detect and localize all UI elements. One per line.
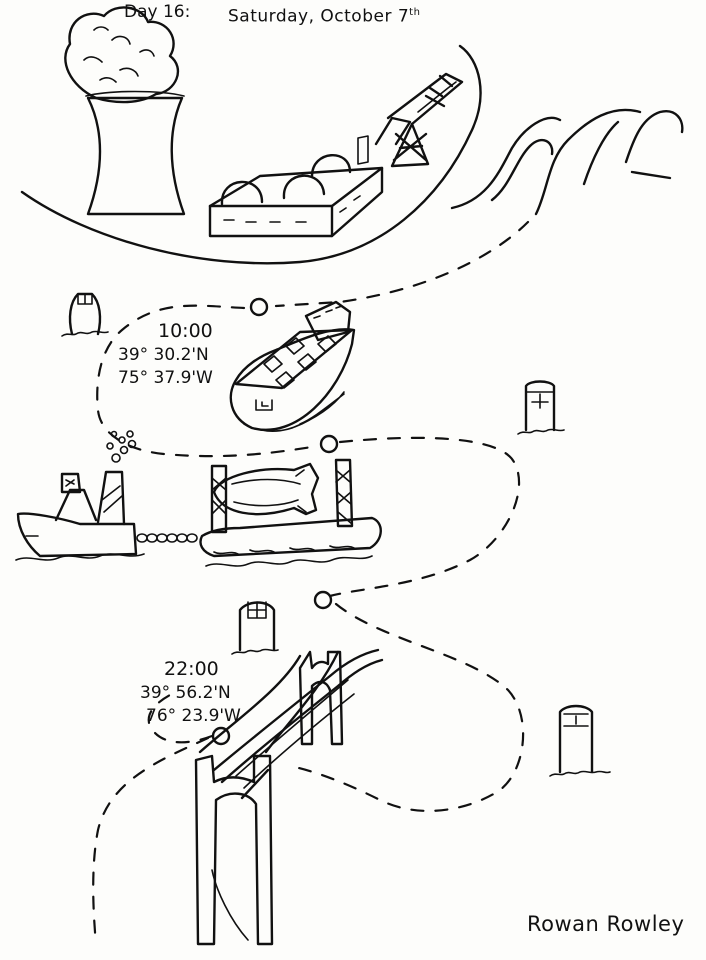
stop-longitude: 75° 37.9'W	[118, 368, 213, 388]
buoy-icon	[517, 380, 565, 435]
top-scene	[20, 6, 684, 265]
barge-icon	[199, 458, 382, 567]
waypoint-circle	[211, 726, 231, 746]
lifeboat-icon	[229, 300, 356, 432]
stop-annotation: 10:00 39° 30.2'N 75° 37.9'W	[118, 322, 213, 387]
stop-annotation: 22:00 39° 56.2'N 76° 23.9'W	[140, 660, 241, 725]
date-label: Saturday, October 7th	[228, 8, 420, 26]
smoke-puffs-icon	[106, 430, 137, 463]
cooling-tower-icon	[85, 90, 186, 216]
steam-cloud-icon	[64, 6, 180, 104]
stop-latitude: 39° 30.2'N	[118, 345, 209, 365]
ocean-waves-icon	[450, 108, 684, 216]
bridge-icon	[194, 648, 384, 946]
tugboat-icon	[15, 430, 145, 561]
stop-time: 10:00	[158, 320, 213, 342]
buoy-icon	[231, 601, 279, 655]
buoy-icon	[61, 292, 109, 337]
tow-chain-icon	[136, 533, 198, 543]
date-main: Saturday, October 7	[228, 6, 410, 27]
stop-longitude: 76° 23.9'W	[146, 706, 241, 726]
stop-time: 22:00	[164, 658, 219, 680]
waypoint-circle	[319, 434, 339, 454]
waypoint-markers	[211, 297, 339, 746]
stop-latitude: 39° 56.2'N	[140, 683, 231, 703]
route-path	[92, 220, 530, 946]
date-suffix: th	[409, 7, 421, 18]
waypoint-circle	[313, 590, 333, 610]
page-header: Day 16: Saturday, October 7th	[0, 0, 706, 34]
plant-building-icon	[208, 135, 384, 238]
buoy-icon	[549, 704, 611, 777]
waypoint-circle	[249, 297, 269, 317]
day-label: Day 16:	[124, 2, 191, 22]
artist-signature: Rowan Rowley	[527, 912, 685, 936]
top-ground-curve	[20, 44, 482, 265]
transmission-tower-icon	[374, 72, 464, 168]
